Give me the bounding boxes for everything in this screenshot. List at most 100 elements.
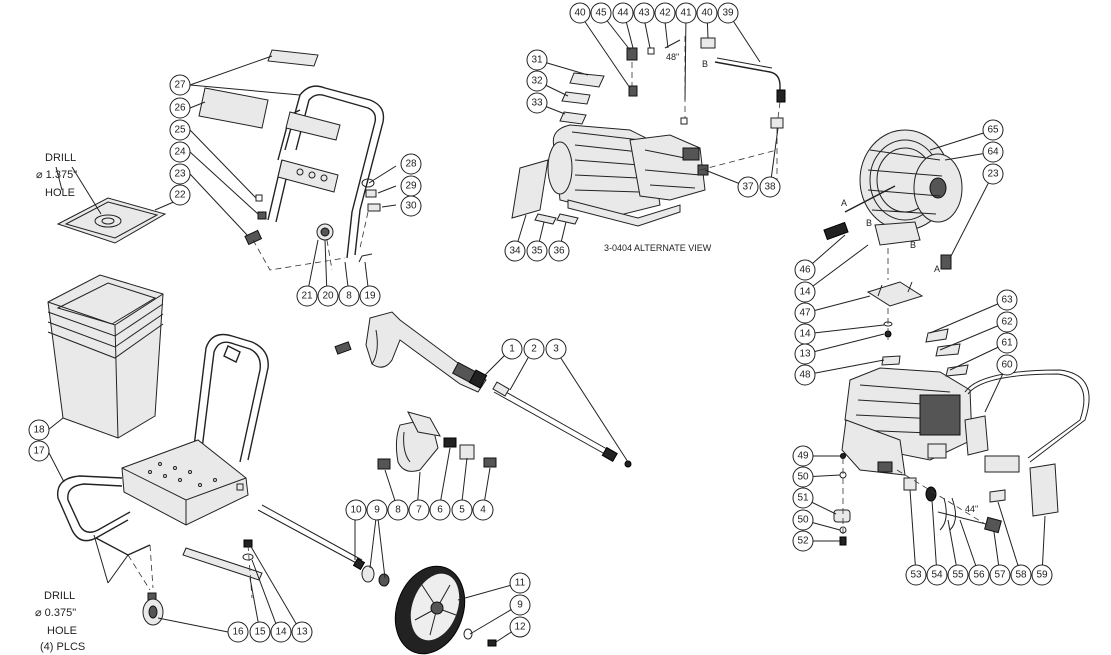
svg-text:48: 48 [799, 370, 811, 381]
callout-bubbles: 27 26 25 24 23 22 18 17 16 15 14 13 21 2… [28, 2, 1053, 643]
connector-b-3: B [866, 218, 872, 228]
svg-text:15: 15 [254, 627, 266, 638]
callout-54: 54 [926, 564, 948, 586]
bucket-lid-22 [56, 197, 167, 244]
callout-20: 20 [317, 285, 339, 307]
coupler-5 [459, 444, 475, 460]
connector-a-1: A [841, 198, 847, 208]
callout-41: 41 [675, 2, 697, 24]
svg-text:40: 40 [574, 8, 586, 19]
svg-text:14: 14 [275, 627, 287, 638]
callout-9b: 9 [509, 594, 531, 616]
drill-note-bottom-line3: HOLE [47, 625, 77, 637]
callout-24: 24 [169, 141, 191, 163]
callout-38: 38 [759, 176, 781, 198]
pump-motor-main [833, 328, 1090, 546]
callout-8a: 8 [338, 285, 360, 307]
nut-24 [257, 211, 267, 220]
clip-55 [939, 497, 956, 531]
decal-48 [881, 355, 901, 366]
callout-31: 31 [526, 49, 548, 71]
handle-assembly [198, 49, 385, 271]
callout-19: 19 [359, 285, 381, 307]
callout-8b: 8 [387, 499, 409, 521]
callout-18: 18 [28, 419, 50, 441]
svg-text:16: 16 [232, 627, 244, 638]
svg-text:55: 55 [952, 570, 964, 581]
svg-text:3: 3 [553, 344, 559, 355]
svg-text:2: 2 [531, 344, 537, 355]
svg-text:19: 19 [364, 291, 376, 302]
hose-39 [714, 61, 781, 95]
decal-63 [925, 328, 949, 343]
decal-35 [534, 213, 557, 225]
cart-frame [56, 333, 390, 626]
callout-29: 29 [400, 175, 422, 197]
svg-text:13: 13 [799, 349, 811, 360]
svg-text:59: 59 [1036, 570, 1048, 581]
svg-text:46: 46 [799, 265, 811, 276]
svg-text:8: 8 [346, 291, 352, 302]
callout-57: 57 [989, 564, 1011, 586]
svg-text:18: 18 [33, 425, 45, 436]
svg-text:57: 57 [994, 570, 1006, 581]
svg-text:23: 23 [174, 169, 186, 180]
callout-53: 53 [905, 564, 927, 586]
svg-text:14: 14 [799, 329, 811, 340]
callout-62: 62 [996, 311, 1018, 333]
swivel-8b [377, 458, 391, 470]
connector-b-2: B [910, 240, 916, 250]
bucket-assembly [47, 166, 167, 439]
svg-text:42: 42 [659, 8, 671, 19]
callout-32: 32 [526, 70, 548, 92]
svg-text:63: 63 [1001, 295, 1013, 306]
svg-text:21: 21 [301, 291, 313, 302]
callout-43: 43 [633, 2, 655, 24]
svg-text:33: 33 [531, 98, 543, 109]
frame-deck [121, 439, 249, 526]
callout-40b: 40 [696, 2, 718, 24]
callout-51: 51 [792, 487, 814, 509]
trigger-7 [395, 421, 439, 472]
wheel-11 [394, 565, 497, 655]
washer-25 [255, 194, 263, 202]
text-labels: DRILL ⌀ 1.375" HOLE DRILL ⌀ 0.375" HOLE … [35, 52, 978, 653]
drill-note-bottom-line1: DRILL [44, 590, 75, 602]
svg-text:14: 14 [799, 287, 811, 298]
hose-46 [844, 185, 896, 213]
elbow-40 [700, 37, 716, 49]
plug-60 [984, 455, 1020, 473]
callout-35: 35 [526, 240, 548, 262]
decal-33 [559, 111, 587, 125]
callout-40a: 40 [569, 2, 591, 24]
svg-text:36: 36 [553, 246, 565, 257]
connector-b-1: B [702, 59, 708, 69]
fitting-44 [626, 47, 638, 61]
svg-text:25: 25 [174, 125, 186, 136]
svg-text:47: 47 [799, 308, 811, 319]
svg-text:49: 49 [797, 451, 809, 462]
svg-text:10: 10 [350, 505, 362, 516]
callout-58: 58 [1010, 564, 1032, 586]
callout-45: 45 [590, 2, 612, 24]
callout-22: 22 [169, 184, 191, 206]
svg-text:12: 12 [514, 622, 526, 633]
svg-text:32: 32 [531, 76, 543, 87]
svg-text:53: 53 [910, 570, 922, 581]
callout-13: 13 [291, 621, 313, 643]
callout-52: 52 [792, 530, 814, 552]
decal-62 [935, 343, 961, 357]
callout-33: 33 [526, 92, 548, 114]
svg-text:20: 20 [322, 291, 334, 302]
handle-crossbar [277, 159, 339, 193]
svg-text:58: 58 [1015, 570, 1027, 581]
svg-text:23: 23 [987, 169, 999, 180]
fitting-41 [680, 117, 688, 125]
handle-frame [284, 85, 385, 256]
callout-39: 39 [717, 2, 739, 24]
svg-text:41: 41 [680, 8, 692, 19]
nut-12 [487, 639, 497, 647]
svg-text:56: 56 [973, 570, 985, 581]
dimension-48: 48" [666, 52, 679, 62]
